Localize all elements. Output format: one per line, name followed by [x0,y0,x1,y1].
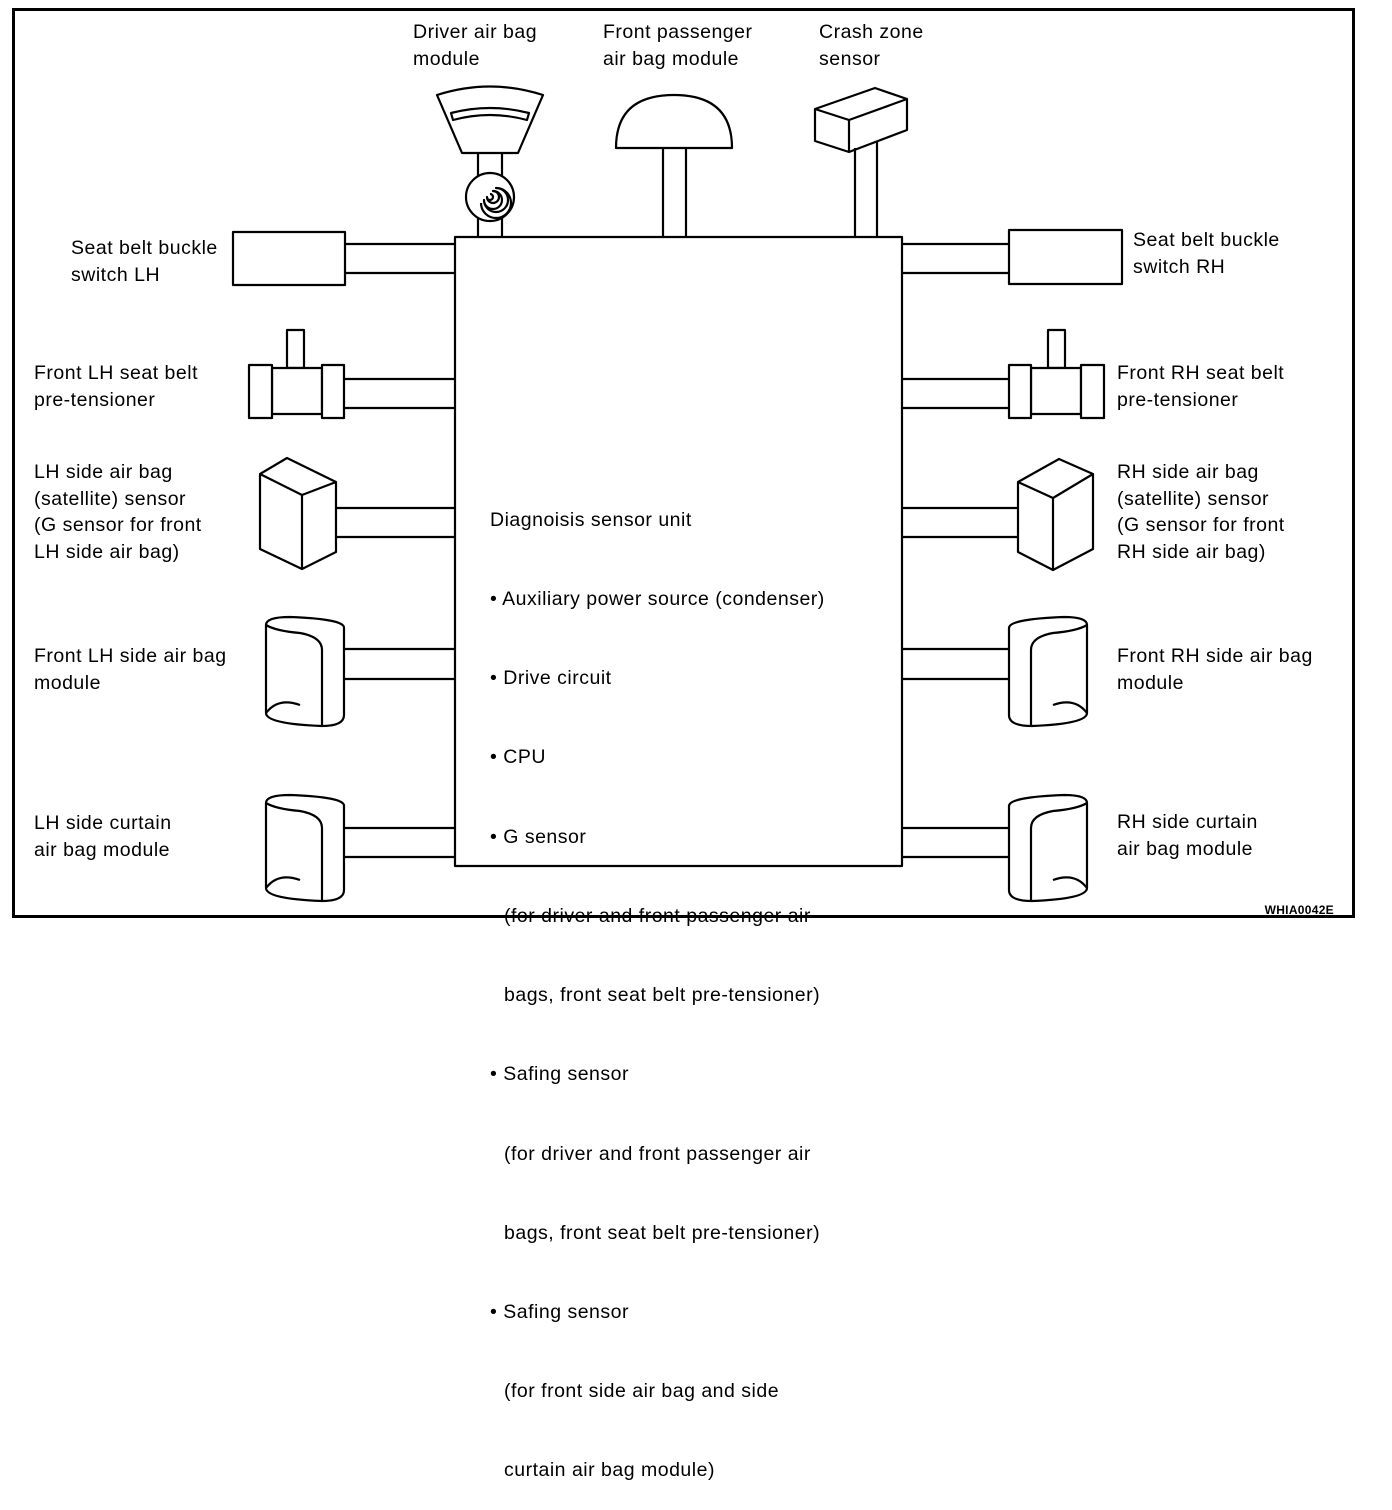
satellite-sensor-rh-icon [902,457,1095,572]
satellite-sensor-lh-icon [258,456,455,571]
unit-item-detail: (for driver and front passenger air [504,904,811,927]
crash-zone-sensor-icon [813,86,909,237]
diagram-frame [12,8,1355,918]
unit-item-detail: bags, front seat belt pre-tensioner) [504,984,821,1007]
passenger-airbag-label: Front passenger air bag module [603,21,753,70]
unit-item-detail: curtain air bag module) [504,1459,715,1482]
front-side-airbag-rh-icon [902,615,1089,728]
passenger-airbag-icon [614,93,734,237]
curtain-airbag-rh-label: RH side curtain air bag module [1117,811,1258,860]
diagram-drawing [231,85,1124,903]
front-side-airbag-lh-icon [264,615,455,728]
pretensioner-lh-label: Front LH seat belt pre-tensioner [34,362,198,411]
unit-item: • Drive circuit [490,667,612,690]
buckle-switch-rh-label: Seat belt buckle switch RH [1133,229,1280,278]
satellite-sensor-rh-label: RH side air bag (satellite) sensor (G se… [1117,461,1285,563]
unit-item-detail: (for driver and front passenger air [504,1142,811,1165]
curtain-airbag-lh-icon [264,793,455,903]
buckle-switch-lh-icon [231,230,455,287]
unit-item: • Safing sensor [490,1063,629,1086]
crash-zone-sensor-label: Crash zone sensor [819,21,924,70]
front-side-airbag-rh-label: Front RH side air bag module [1117,645,1313,694]
unit-item: • Safing sensor [490,1301,629,1323]
diagnosis-sensor-unit-box [453,235,904,868]
unit-item-detail: bags, front seat belt pre-tensioner) [504,1221,821,1244]
curtain-airbag-rh-icon [902,793,1089,903]
diagnosis-unit-description: Diagnoisis sensor unit • Auxiliary power… [490,454,825,1510]
satellite-sensor-lh-label: LH side air bag (satellite) sensor (G se… [34,461,202,563]
driver-airbag-icon [435,85,545,237]
figure-code: WHIA0042E [1264,903,1334,917]
buckle-switch-rh-icon [902,228,1124,286]
driver-airbag-label: Driver air bag module [413,21,538,70]
front-side-airbag-lh-label: Front LH side air bag module [34,645,227,694]
unit-item: • G sensor [490,825,587,848]
pretensioner-lh-icon [247,328,455,420]
buckle-switch-lh-label: Seat belt buckle switch LH [71,237,218,286]
pretensioner-rh-icon [902,328,1106,420]
unit-title: Diagnoisis sensor unit [490,508,692,531]
pretensioner-rh-label: Front RH seat belt pre-tensioner [1117,362,1285,411]
unit-item-detail: (for front side air bag and side [504,1380,780,1403]
unit-item: • CPU [490,746,546,769]
curtain-airbag-lh-label: LH side curtain air bag module [34,812,172,861]
unit-item: • Auxiliary power source (condenser) [490,588,825,611]
